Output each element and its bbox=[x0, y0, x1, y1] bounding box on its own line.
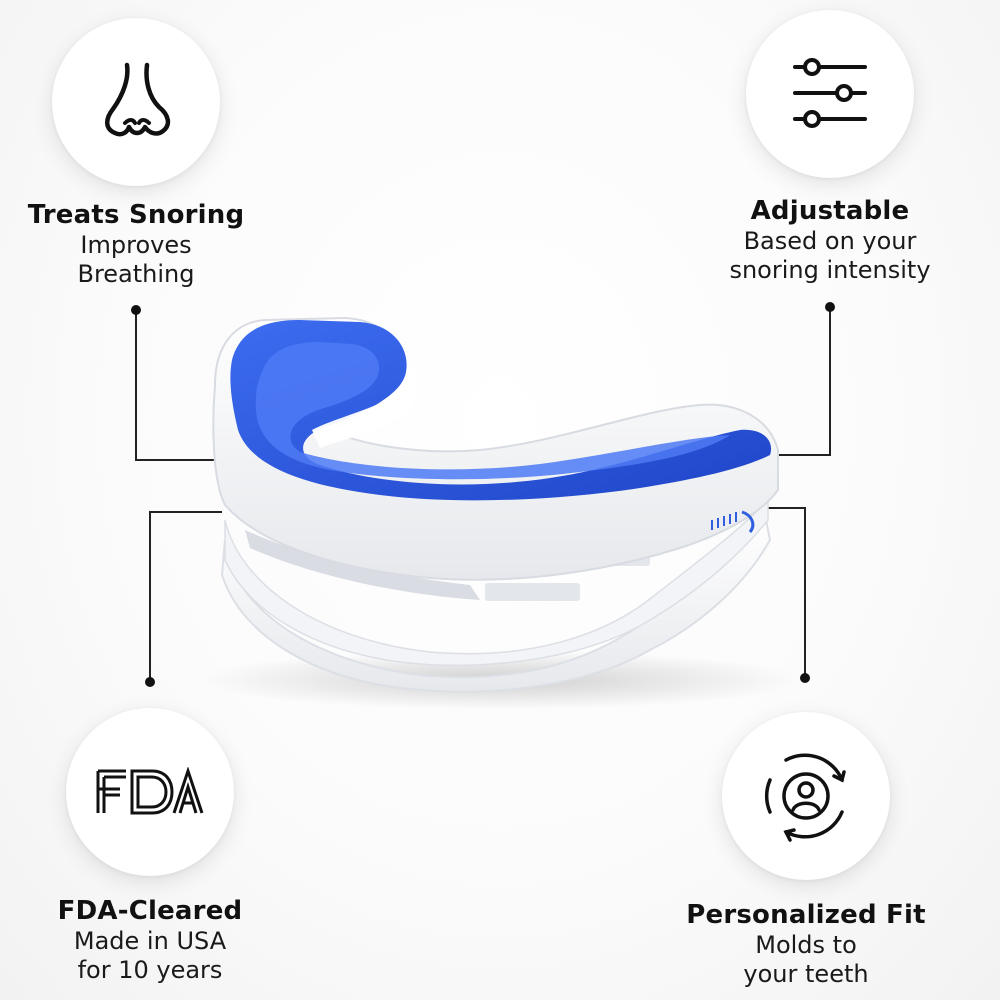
fit-icon-circle bbox=[722, 712, 890, 880]
connector-dot-fit bbox=[800, 673, 810, 683]
fit-line1: Molds to bbox=[755, 931, 857, 960]
fda-line1: Made in USA bbox=[73, 927, 227, 956]
nose-icon bbox=[105, 62, 171, 137]
connector-adjustable bbox=[772, 307, 831, 456]
person-refresh-icon bbox=[764, 753, 846, 842]
fit-caption: Personalized Fit Molds to your teeth bbox=[656, 900, 956, 989]
fda-icon-circle bbox=[66, 708, 234, 876]
snoring-icon-circle bbox=[52, 18, 220, 186]
connector-dot-fda bbox=[145, 677, 155, 687]
connector-fit bbox=[758, 507, 806, 678]
connector-dot-adjustable bbox=[825, 302, 835, 312]
fda-caption: FDA-Cleared Made in USA for 10 years bbox=[0, 896, 300, 985]
fit-title: Personalized Fit bbox=[686, 900, 926, 930]
snoring-line2: Breathing bbox=[77, 259, 195, 288]
snoring-caption: Treats Snoring Improves Breathing bbox=[0, 200, 286, 289]
adjustable-icon-circle bbox=[746, 10, 914, 178]
snoring-title: Treats Snoring bbox=[27, 200, 245, 230]
adjustable-line2: snoring intensity bbox=[729, 255, 931, 284]
connector-dot-snoring bbox=[131, 305, 141, 315]
connector-fda bbox=[149, 511, 222, 682]
adjustable-caption: Adjustable Based on your snoring intensi… bbox=[680, 196, 980, 285]
fda-logo-icon bbox=[96, 767, 204, 815]
adjustable-line1: Based on your bbox=[743, 227, 917, 256]
fda-line2: for 10 years bbox=[77, 955, 223, 984]
connector-snoring bbox=[135, 310, 218, 461]
snoring-line1: Improves bbox=[80, 231, 192, 260]
fit-line2: your teeth bbox=[743, 959, 869, 988]
adjustable-title: Adjustable bbox=[750, 196, 910, 226]
sliders-icon bbox=[793, 58, 867, 128]
fda-title: FDA-Cleared bbox=[57, 896, 243, 926]
